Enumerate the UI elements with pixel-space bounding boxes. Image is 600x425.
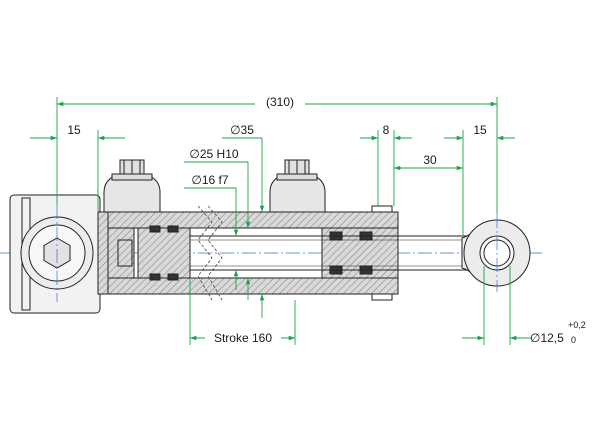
dim-stroke <box>189 278 296 345</box>
dim-piston-diameter-label: ∅25 H10 <box>189 147 238 161</box>
dim-overall-length <box>56 94 498 214</box>
dim-rod-extension <box>394 130 464 236</box>
left-port-fitting <box>103 159 161 213</box>
dim-stroke-label: Stroke 160 <box>214 331 272 345</box>
right-port-fitting <box>269 159 326 213</box>
dim-rod-diameter-label: ∅16 f7 <box>191 173 228 187</box>
dim-bore-diameter <box>222 137 265 318</box>
dim-bore-diameter-label: ∅35 <box>230 123 254 137</box>
dim-eye-hole-tol-upper: +0,2 <box>568 320 586 330</box>
right-rod-eye <box>461 214 531 292</box>
dim-eye-hole-diameter-label: ∅12,5 <box>530 331 564 345</box>
left-clevis-eye <box>9 194 101 314</box>
dim-left-offset-label: 15 <box>67 123 81 137</box>
piston <box>137 227 191 279</box>
dim-flange-gap-label: 8 <box>383 123 390 137</box>
dim-rod-diameter <box>184 187 239 290</box>
dim-right-offset-label: 15 <box>473 123 487 137</box>
dim-flange-gap <box>360 130 412 206</box>
break-lines <box>197 205 223 301</box>
dim-eye-hole-tol-lower: 0 <box>571 335 576 345</box>
dim-left-offset <box>30 130 125 212</box>
dim-rod-extension-label: 30 <box>423 153 437 167</box>
dim-piston-diameter <box>184 161 251 300</box>
dim-overall-length-label: (310) <box>266 95 294 109</box>
dim-eye-hole-diameter <box>462 266 532 345</box>
